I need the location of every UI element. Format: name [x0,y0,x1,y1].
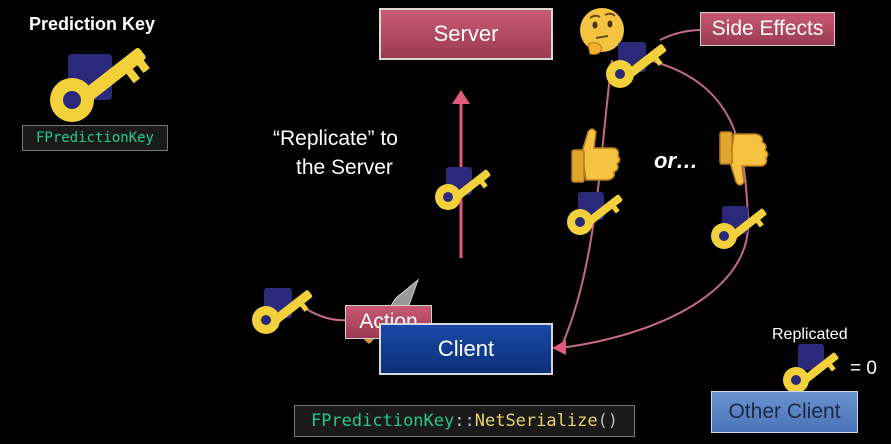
thumbs-down-icon [719,131,769,186]
netserialize-parens: () [597,411,619,431]
server-box: Server [379,8,553,60]
key-icon [606,42,667,88]
other-client-box: Other Client [711,391,858,433]
netserialize-label: FPredictionKey::NetSerialize() [294,405,635,437]
key-icon [567,192,623,235]
thinking-face-icon [580,8,624,55]
key-icon [435,167,491,210]
key-icon [252,288,313,334]
replicate-text-line1: “Replicate” to [273,127,398,150]
client-arrow-head [552,340,566,355]
replicated-label: Replicated [772,326,848,343]
netserialize-sep: :: [454,411,475,431]
side-effects-connector [659,29,703,41]
fprediction-key-label: FPredictionKey [22,125,168,151]
netserialize-type: FPredictionKey [310,411,455,431]
key-icon [711,206,767,249]
netserialize-method: NetSerialize [474,411,598,431]
replicate-text-line2: the Server [296,156,393,179]
replicate-arrow-head [452,90,470,104]
client-box: Client [379,323,553,375]
thumbs-up-icon [571,128,621,183]
or-text: or… [654,148,698,173]
equals-zero-label: = 0 [850,358,877,379]
key-icon [783,344,839,393]
side-effects-box: Side Effects [700,12,835,46]
prediction-key-title: Prediction Key [29,14,156,34]
key-icon [50,47,150,122]
